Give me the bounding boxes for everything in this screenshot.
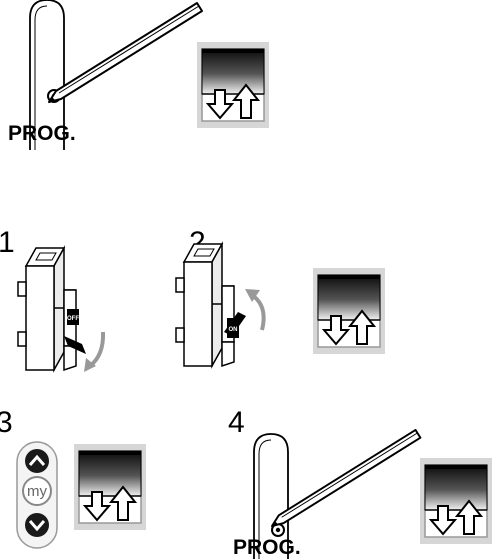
blind-up-down-icon [73,443,147,531]
prog-label-top: PROG. [8,122,76,145]
prog-label-bottom: PROG. [233,536,301,559]
breaker-switch-on [227,318,239,338]
remote-control: my [16,441,58,549]
my-button-label: my [27,483,47,500]
stylus-icon [271,429,422,527]
curved-arrow-icon [84,331,106,372]
my-button[interactable]: my [22,476,52,506]
breaker-on-label: ON [229,327,238,333]
blind-up-down-icon [196,41,270,129]
circuit-breaker-on: ON [175,243,246,367]
breaker-switch-off [67,309,79,325]
chevron-up-icon[interactable] [25,449,49,473]
step-number-3: 3 [0,406,13,439]
blind-up-down-icon [312,267,386,355]
blind-up-down-icon [419,457,492,545]
circuit-breaker-off: OFF [17,247,86,371]
step-number-1: 1 [0,226,15,259]
curved-arrow-icon [245,289,266,331]
stylus-icon [48,2,203,103]
breaker-off-label: OFF [67,316,79,322]
step-number-4: 4 [228,406,245,439]
chevron-down-icon[interactable] [25,513,49,537]
